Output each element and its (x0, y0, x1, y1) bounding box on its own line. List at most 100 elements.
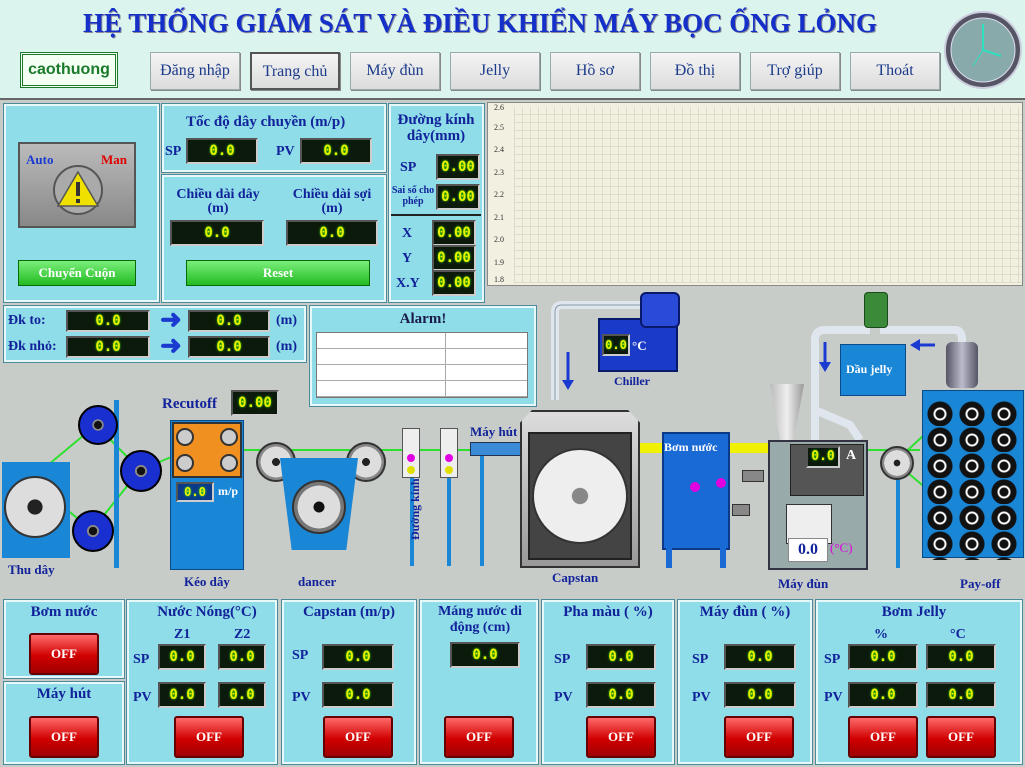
take-up-drum (4, 476, 66, 538)
jelly-oil-label: Dầu jelly (846, 362, 893, 376)
haul-roller (220, 428, 238, 446)
nav-chart[interactable]: Đồ thị (650, 52, 740, 90)
extruder-sp: 0.0 (724, 644, 796, 670)
arrow-right-icon: ➜ (160, 331, 182, 360)
indicator-light (407, 466, 415, 474)
diameter-gauge-pole (447, 470, 451, 566)
dk-small-unit: (m) (276, 339, 297, 354)
hot-water-sp-z2: 0.0 (218, 644, 266, 670)
tick-label: 2.0 (494, 235, 504, 244)
extruder-temp-unit: (°C) (830, 540, 853, 555)
dk-big-out: 0.0 (188, 310, 270, 332)
jelly-pump (864, 292, 888, 328)
diameter-xy: 0.00 (432, 270, 476, 296)
capstan-wheel (532, 448, 628, 544)
hot-water-pv-z1: 0.0 (158, 682, 206, 708)
reset-button[interactable]: Reset (186, 260, 370, 286)
tick-label: 2.5 (494, 123, 504, 132)
recutoff-display: 0.00 (231, 390, 279, 416)
jelly-sp-deg: 0.0 (926, 644, 996, 670)
extruder-current-unit: A (846, 448, 857, 463)
water-trough-toggle[interactable]: OFF (444, 716, 514, 758)
dancer-pulley (292, 480, 346, 534)
vacuum-toggle[interactable]: OFF (29, 716, 99, 758)
diameter-trend-chart: 2.6 2.5 2.4 2.3 2.2 2.1 2.0 1.9 1.8 (487, 102, 1023, 286)
take-up-label: Thu dây (8, 562, 55, 577)
jelly-deg-label: °C (950, 627, 966, 642)
diameter-x: 0.00 (432, 220, 476, 246)
vacuum-label: Máy hút (470, 424, 518, 439)
extruder-pv: 0.0 (724, 682, 796, 708)
color-mix-pv-label: PV (554, 690, 573, 705)
nav-exit[interactable]: Thoát (850, 52, 940, 90)
indicator-light (716, 478, 726, 488)
color-mix-toggle[interactable]: OFF (586, 716, 656, 758)
water-pump-toggle[interactable]: OFF (29, 633, 99, 675)
hot-water-sp-label: SP (133, 652, 150, 667)
clock-icon (944, 11, 1022, 89)
nav-help[interactable]: Trợ giúp (750, 52, 840, 90)
chart-grid (514, 107, 1022, 283)
chiller-temp-unit: °C (632, 338, 647, 353)
indicator-light (445, 466, 453, 474)
tick-label: 2.1 (494, 213, 504, 222)
nav-login[interactable]: Đăng nhập (150, 52, 240, 90)
dk-small-label: Đk nhỏ: (8, 339, 57, 354)
tick-label: 2.4 (494, 145, 504, 154)
hot-water-z1-label: Z1 (174, 627, 191, 642)
diameter-xy-label: X.Y (396, 276, 420, 291)
extruder-fitting (742, 470, 764, 482)
water-trough-title: Máng nước di động (cm) (438, 604, 522, 635)
line-speed-sp: 0.0 (186, 138, 258, 164)
dk-small-in: 0.0 (66, 336, 150, 358)
payoff-spools (926, 400, 1022, 560)
extruder-title: Máy đùn ( %) (699, 604, 791, 620)
wire-length-display: 0.0 (170, 220, 264, 246)
chiller-temp-display: 0.0 (602, 334, 630, 356)
hot-water-pv-z2: 0.0 (218, 682, 266, 708)
nav-extruder[interactable]: Máy đùn (350, 52, 440, 90)
haul-off-label: Kéo dây (184, 574, 230, 589)
water-pump-title: Bơm nước (30, 604, 98, 620)
guide-roller-bottom (72, 510, 114, 552)
tension-pole (114, 400, 119, 568)
line-speed-pv: 0.0 (300, 138, 372, 164)
line-speed-pv-label: PV (276, 144, 295, 159)
water-trough-display: 0.0 (450, 642, 520, 668)
nav-home[interactable]: Trang chủ (250, 52, 340, 90)
hot-water-toggle[interactable]: OFF (174, 716, 244, 758)
extruder-toggle[interactable]: OFF (724, 716, 794, 758)
extruder-sp-label: SP (692, 652, 709, 667)
diameter-sp: 0.00 (436, 154, 480, 180)
dk-big-in: 0.0 (66, 310, 150, 332)
user-badge: caothuong (20, 52, 118, 88)
tick-label: 1.9 (494, 258, 504, 267)
diameter-sp-label: SP (400, 160, 417, 175)
tick-label: 2.3 (494, 168, 504, 177)
haul-speed-unit: m/p (218, 484, 239, 498)
jelly-pump-toggle-2[interactable]: OFF (926, 716, 996, 758)
tick-label: 1.8 (494, 275, 504, 284)
hot-water-z2-label: Z2 (234, 627, 251, 642)
fiber-length-display: 0.0 (286, 220, 378, 246)
capstan-label: Capstan (552, 570, 599, 585)
nav-records[interactable]: Hồ sơ (550, 52, 640, 90)
capstan-sp-label: SP (292, 648, 309, 663)
nav-jelly[interactable]: Jelly (450, 52, 540, 90)
vacuum-pipe (470, 442, 522, 456)
switch-reel-button[interactable]: Chuyển Cuộn (18, 260, 136, 286)
capstan-toggle[interactable]: OFF (323, 716, 393, 758)
jelly-pump-toggle-1[interactable]: OFF (848, 716, 918, 758)
extruder-barrel (790, 444, 864, 496)
hot-water-sp-z1: 0.0 (158, 644, 206, 670)
water-pump-leg (666, 548, 672, 568)
diameter-gauge-pole (410, 470, 414, 566)
payoff-label: Pay-off (960, 576, 1001, 591)
jelly-oil-box (840, 344, 906, 396)
tick-label: 2.2 (494, 190, 504, 199)
haul-roller (176, 428, 194, 446)
auto-label: Auto (26, 152, 54, 167)
hot-water-title: Nước Nóng(°C) (157, 604, 257, 620)
jelly-sp-pct: 0.0 (848, 644, 918, 670)
indicator-light (690, 482, 700, 492)
